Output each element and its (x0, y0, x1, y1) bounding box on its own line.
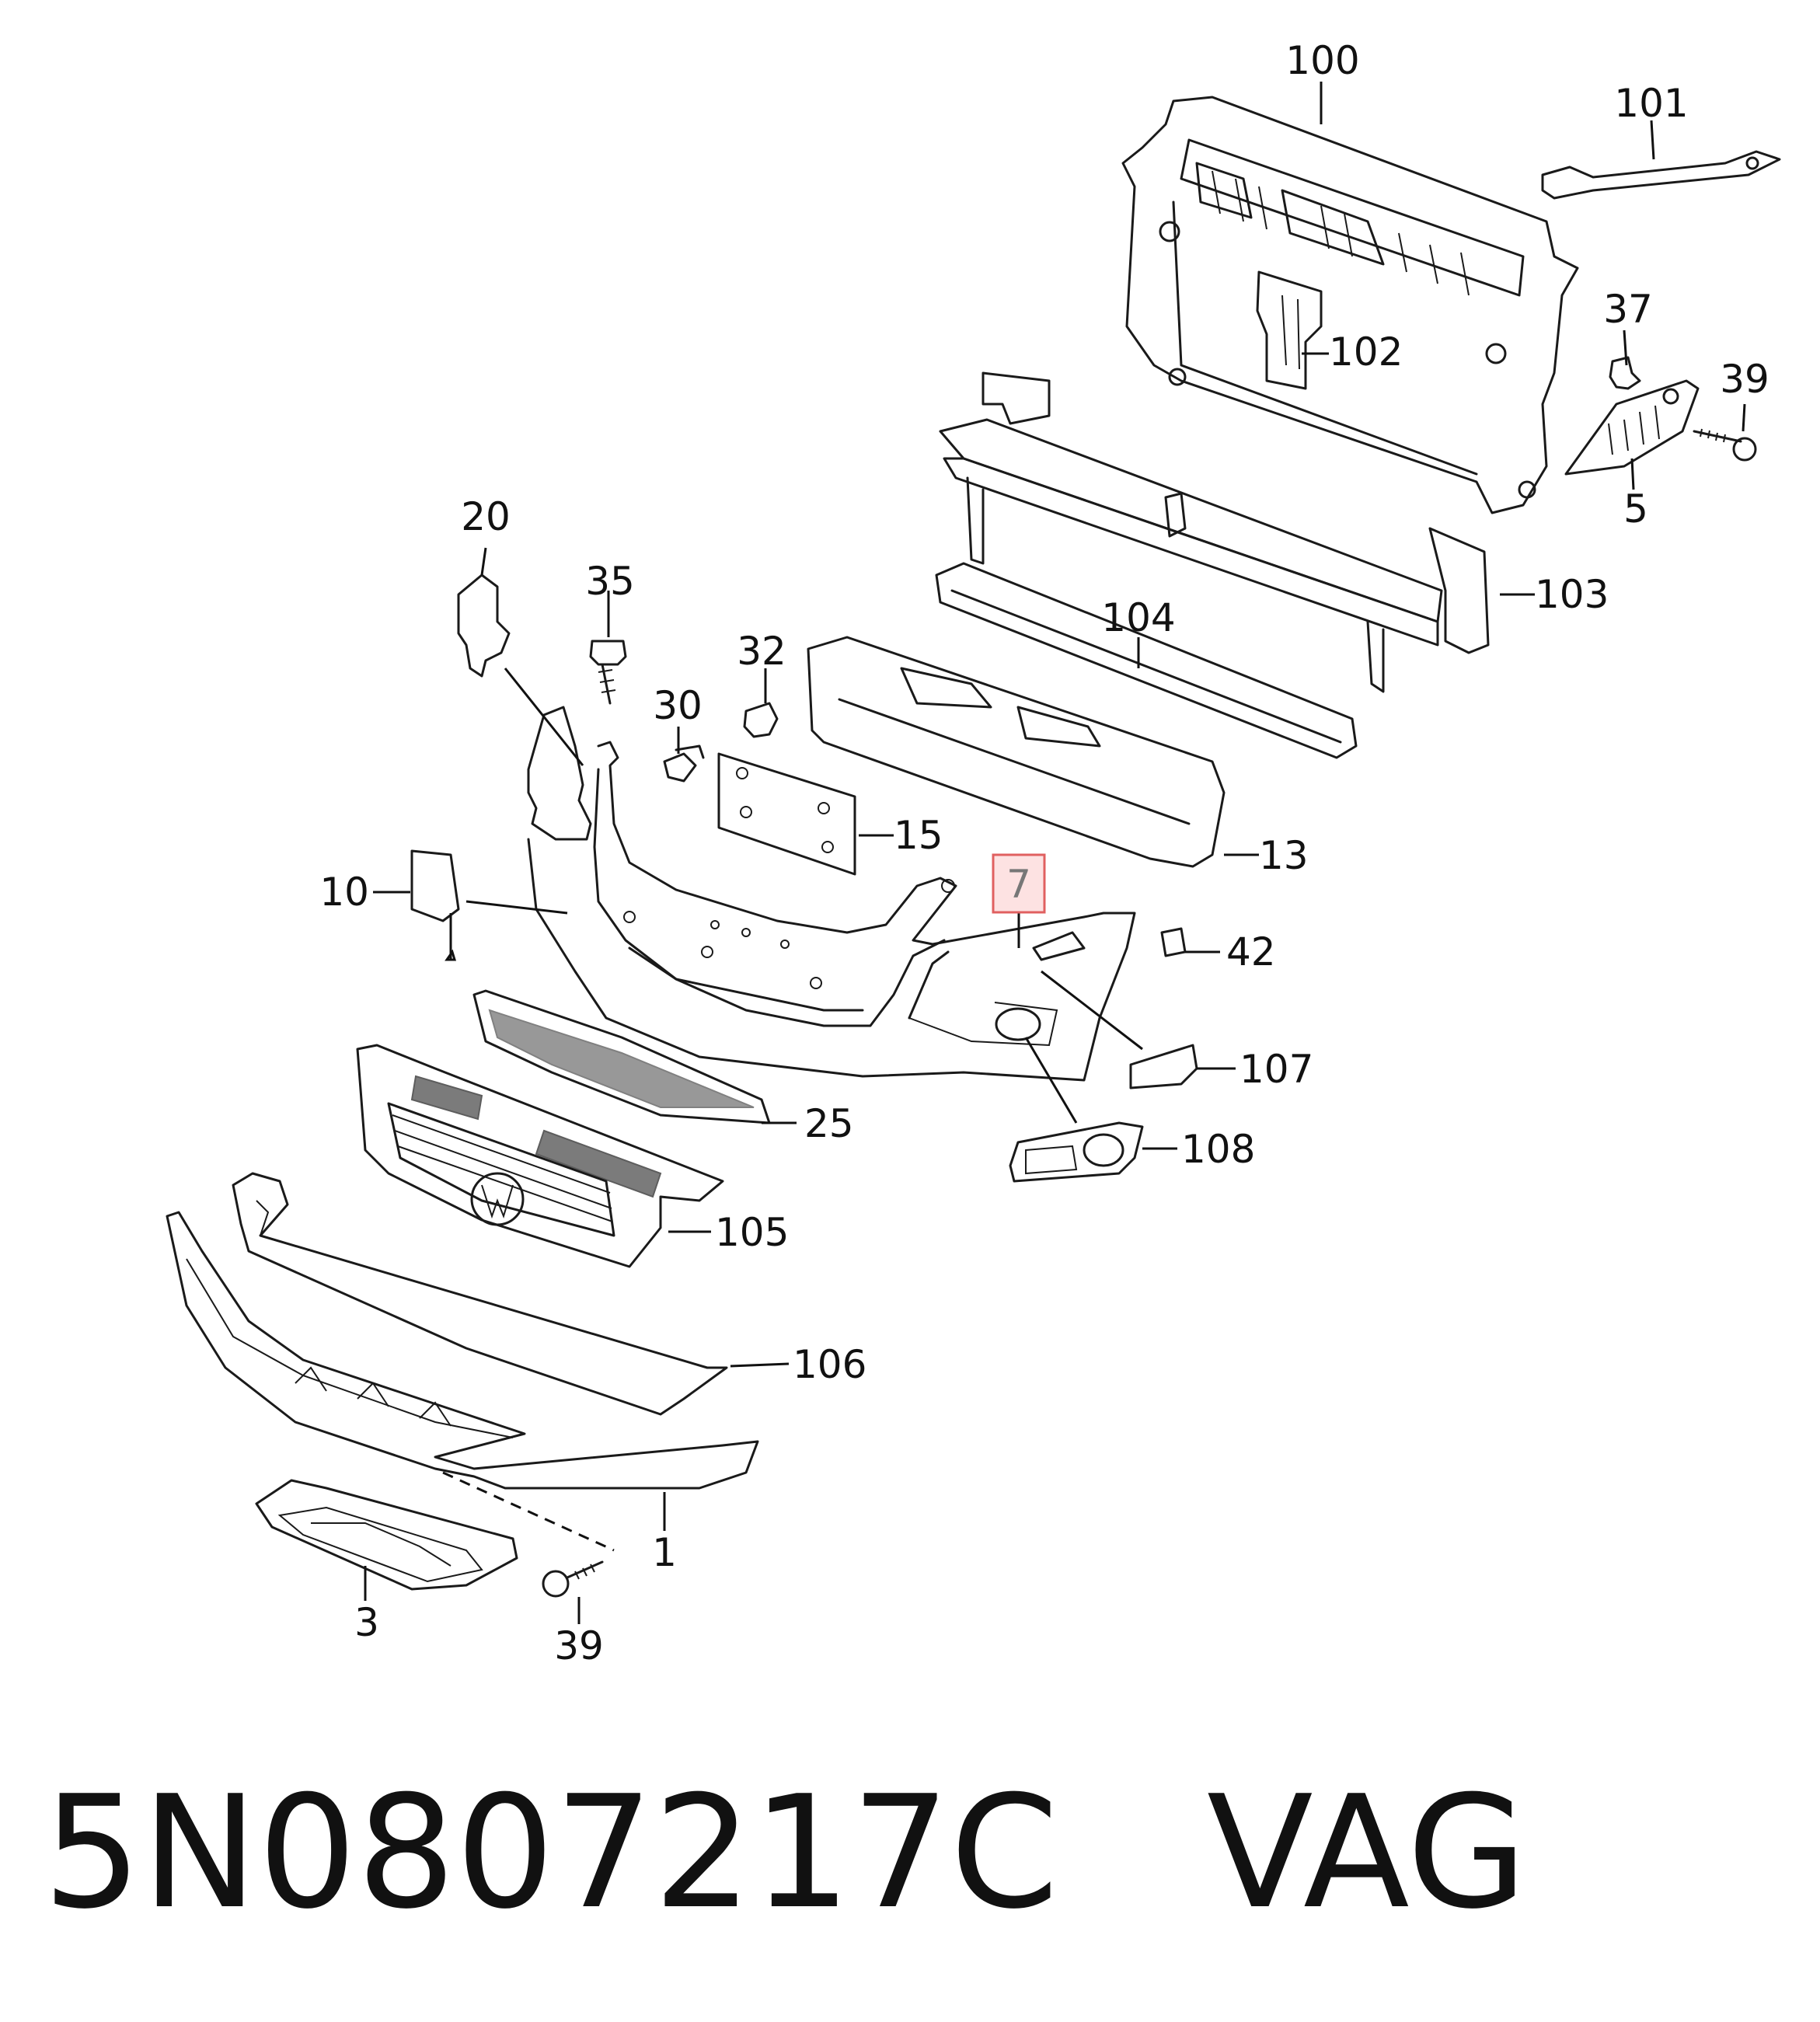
part-103-bumper-beam (939, 371, 1490, 693)
highlight-box-7 (992, 853, 1046, 914)
callout-3[interactable]: 3 (354, 1600, 379, 1645)
callout-101[interactable]: 101 (1614, 81, 1688, 126)
part-number: 5N0807217C (43, 1762, 1059, 1944)
part-105-upper-grille (356, 1044, 724, 1268)
part-20-bracket (457, 573, 511, 678)
part-35-screw (589, 640, 627, 705)
callout-39-top[interactable]: 39 (1720, 357, 1769, 402)
callout-108[interactable]: 108 (1181, 1127, 1255, 1172)
callout-104[interactable]: 104 (1101, 595, 1175, 640)
callout-13[interactable]: 13 (1259, 833, 1309, 878)
callout-107[interactable]: 107 (1239, 1047, 1313, 1092)
part-39-screw-bottom (542, 1560, 604, 1598)
part-30-clip (663, 744, 705, 783)
callout-7[interactable]: 7 (1006, 862, 1031, 907)
callout-1[interactable]: 1 (652, 1530, 677, 1575)
callout-15[interactable]: 15 (894, 813, 943, 858)
part-1-lower-strip (166, 1211, 759, 1490)
part-102-bracket (1256, 270, 1323, 390)
part-100-lock-carrier (1121, 96, 1579, 514)
callout-39-bottom[interactable]: 39 (554, 1623, 604, 1668)
callout-20[interactable]: 20 (461, 494, 511, 539)
callout-37[interactable]: 37 (1603, 287, 1653, 332)
callout-100[interactable]: 100 (1285, 38, 1359, 83)
callout-35[interactable]: 35 (585, 559, 635, 604)
part-39-screw-top (1693, 428, 1757, 462)
part-7-bumper-cover (527, 706, 1136, 1082)
part-106-lower-trim (232, 1172, 728, 1416)
part-37-clip (1609, 356, 1641, 390)
leader-lines (364, 82, 1746, 1624)
callout-103[interactable]: 103 (1535, 572, 1609, 617)
callouts: 100 101 102 37 39 5 103 104 20 35 32 30 … (319, 38, 1769, 1668)
part-15-license-bracket (717, 752, 856, 876)
callout-5[interactable]: 5 (1623, 486, 1648, 532)
callout-105[interactable]: 105 (715, 1210, 789, 1255)
brand-name: VAG (1206, 1762, 1528, 1944)
part-32-clip (743, 702, 779, 738)
part-42-clip (1160, 927, 1187, 957)
part-108-foglight-grille (1009, 1121, 1144, 1183)
part-25-lower-grille (472, 989, 771, 1124)
callout-42[interactable]: 42 (1226, 929, 1276, 974)
callout-102[interactable]: 102 (1329, 329, 1403, 375)
callout-10[interactable]: 10 (319, 870, 369, 915)
part-104-absorber-strip (935, 562, 1358, 759)
callout-106[interactable]: 106 (793, 1342, 866, 1387)
part-13-energy-absorber (807, 636, 1226, 868)
part-10-tow-cover (410, 849, 460, 922)
part-101-strip (1541, 150, 1781, 200)
callout-32[interactable]: 32 (737, 629, 786, 674)
callout-25[interactable]: 25 (804, 1101, 854, 1146)
part-5-side-bracket (1564, 379, 1700, 476)
part-number-caption: 5N0807217C VAG (43, 1760, 1527, 1947)
callout-30[interactable]: 30 (653, 683, 703, 728)
part-107-cover (1129, 1044, 1198, 1089)
part-3-undertray (255, 1479, 518, 1591)
